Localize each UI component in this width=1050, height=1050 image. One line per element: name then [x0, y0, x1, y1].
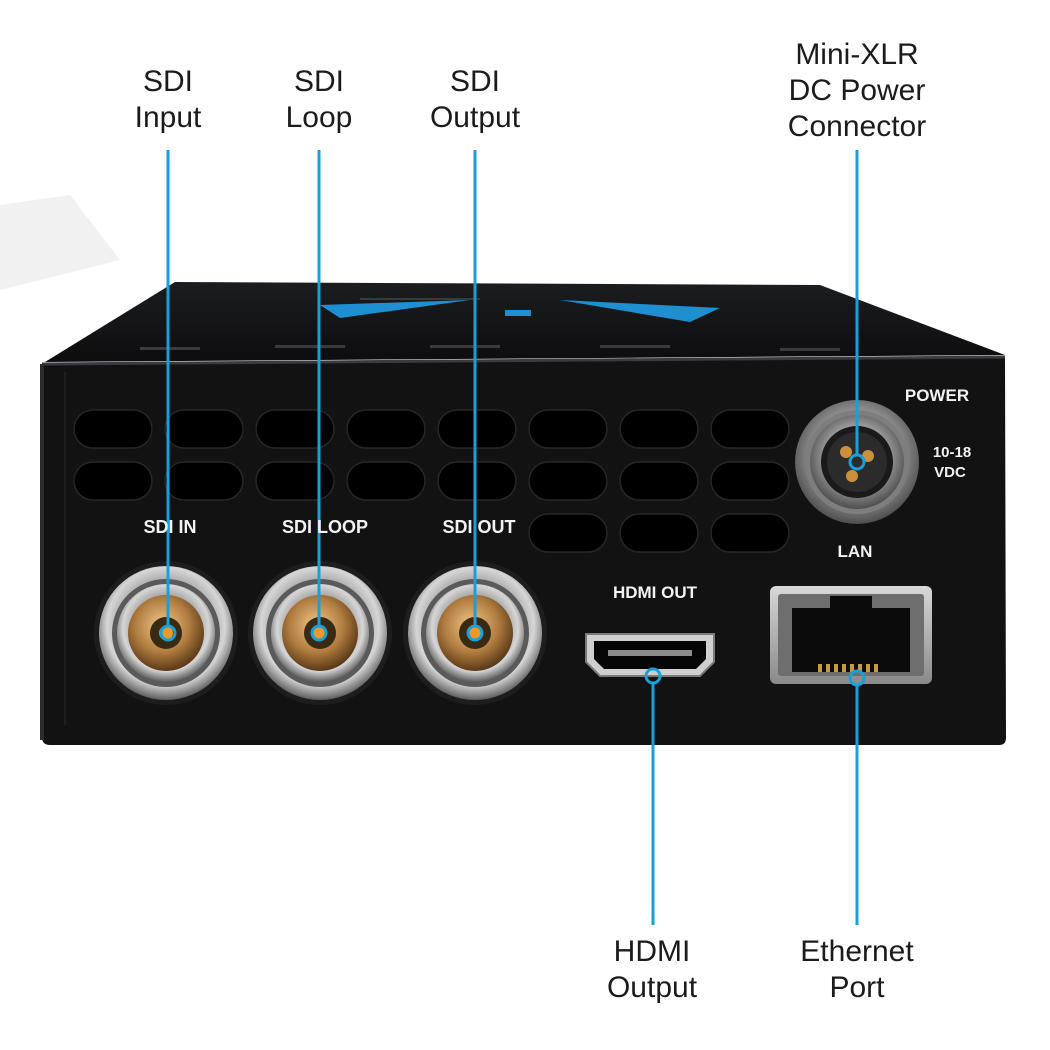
sdi-output-ring [466, 624, 484, 642]
ethernet-jack [770, 586, 932, 684]
top-face-print [140, 298, 840, 351]
callout-ethernet-port: Ethernet Port [800, 934, 913, 1006]
sdi-out-connector [403, 561, 547, 705]
callout-sdi-input: SDI Input [135, 64, 202, 136]
panel-label-voltage-2: VDC [934, 464, 966, 481]
sdi-input-ring [159, 624, 177, 642]
ethernet-ring [848, 669, 866, 687]
sdi-loop-ring [310, 624, 328, 642]
callout-rings [159, 453, 866, 687]
background-shadow [0, 195, 120, 290]
sdi-in-connector [94, 561, 238, 705]
callout-power-line1: Mini-XLR [795, 38, 919, 71]
device-top-face [45, 282, 1005, 362]
callout-power-line3: Connector [787, 110, 927, 143]
callout-sdi-output-line2: Output [429, 101, 521, 134]
sdi-loop-connector [248, 561, 392, 705]
panel-label-sdi-loop: SDI LOOP [282, 517, 368, 537]
panel-label-hdmi-out: HDMI OUT [613, 583, 698, 602]
hdmi-output-ring [644, 667, 662, 685]
callout-lines [166, 150, 859, 925]
top-logo-accent [320, 300, 720, 322]
callout-sdi-output: SDI Output [430, 64, 520, 136]
callout-sdi-loop: SDI Loop [286, 64, 353, 136]
callout-sdi-input-line2: Input [134, 101, 202, 134]
callout-ethernet-line2: Port [829, 971, 885, 1004]
panel-label-sdi-out: SDI OUT [442, 517, 515, 537]
callout-hdmi-line1: HDMI [613, 935, 691, 968]
callout-sdi-loop-line2: Loop [285, 101, 353, 134]
power-ring [848, 453, 866, 471]
callout-hdmi-output: HDMI Output [607, 934, 697, 1006]
panel-label-voltage-1: 10-18 [933, 444, 971, 461]
panel-label-lan: LAN [838, 542, 873, 561]
callout-hdmi-line2: Output [606, 971, 698, 1004]
vent-slots [73, 409, 790, 553]
callout-sdi-output-line1: SDI [449, 65, 500, 98]
callout-sdi-loop-line1: SDI [293, 65, 344, 98]
mini-xlr-connector [795, 400, 919, 524]
callout-sdi-input-line1: SDI [142, 65, 194, 98]
callout-power-line2: DC Power [788, 74, 926, 107]
panel-label-power: POWER [905, 386, 969, 405]
callout-ethernet-line1: Ethernet [800, 935, 914, 968]
hdmi-port [585, 633, 715, 677]
callout-power-connector: Mini-XLR DC Power Connector [788, 37, 926, 145]
panel-label-sdi-in: SDI IN [143, 517, 196, 537]
